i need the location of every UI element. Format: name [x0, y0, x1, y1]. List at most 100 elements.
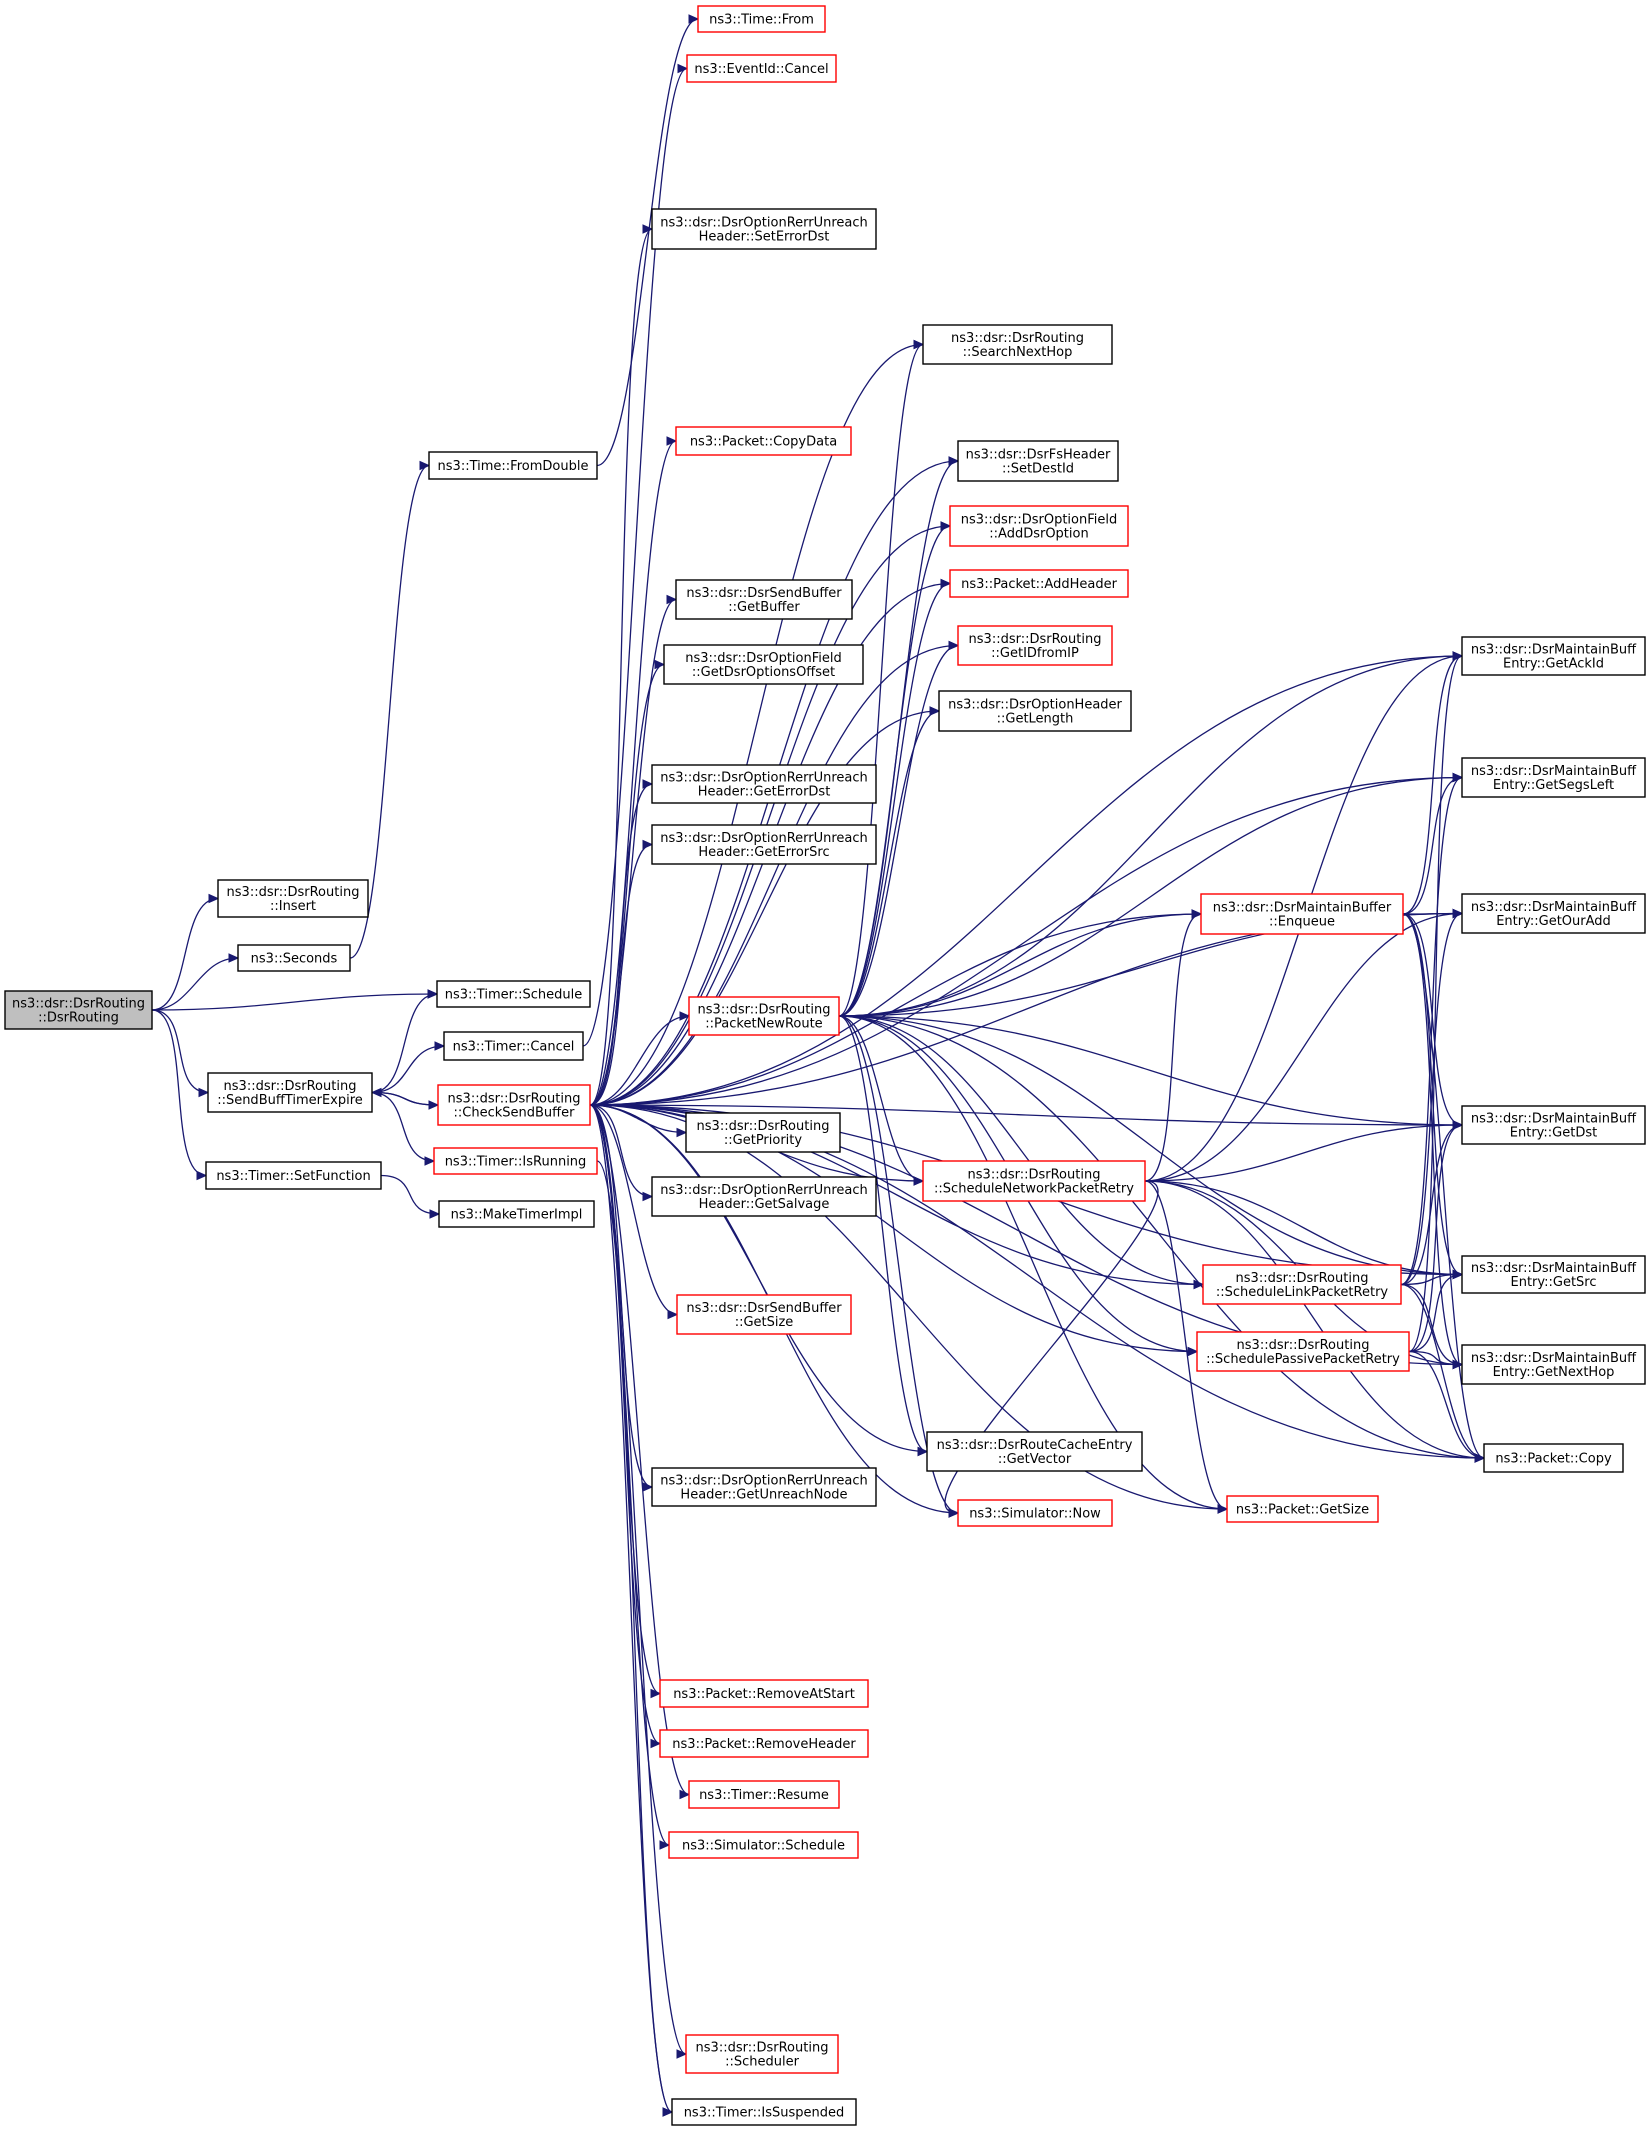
node-schedule-link-packet-retry[interactable]: ns3::dsr::DsrRouting::ScheduleLinkPacket… — [1202, 1264, 1402, 1305]
node-from-double[interactable]: ns3::Time::FromDouble — [428, 451, 598, 480]
node-search-next-hop[interactable]: ns3::dsr::DsrRouting::SearchNextHop — [922, 324, 1113, 365]
node-timer-resume[interactable]: ns3::Timer::Resume — [688, 1780, 840, 1809]
edge-root-to-seconds — [151, 953, 240, 1011]
node-get-segs-left[interactable]: ns3::dsr::DsrMaintainBuffEntry::GetSegsL… — [1461, 757, 1646, 798]
edge-timer-set-function-to-make-timer-impl — [380, 1174, 441, 1219]
node-simulator-now[interactable]: ns3::Simulator::Now — [957, 1499, 1113, 1527]
node-box — [205, 1161, 382, 1190]
edge-schedule-network-packet-retry-to-get-dst — [1144, 1120, 1464, 1182]
node-label: ::SendBuffTimerExpire — [217, 1093, 363, 1108]
node-get-salvage[interactable]: ns3::dsr::DsrOptionRerrUnreachHeader::Ge… — [651, 1176, 877, 1217]
node-packet-new-route[interactable]: ns3::dsr::DsrRouting::PacketNewRoute — [688, 996, 840, 1036]
node-get-priority[interactable]: ns3::dsr::DsrRouting::GetPriority — [685, 1112, 841, 1153]
node-label: ns3::dsr::DsrOptionRerrUnreach — [660, 216, 868, 231]
node-timer-set-function[interactable]: ns3::Timer::SetFunction — [205, 1161, 382, 1190]
node-label: ns3::dsr::DsrRouting — [968, 1168, 1101, 1183]
edge-enqueue-to-get-segs-left — [1402, 772, 1464, 915]
node-label: ns3::Time::FromDouble — [438, 459, 589, 474]
node-label: ns3::dsr::DsrRouting — [951, 331, 1084, 346]
node-event-id-cancel[interactable]: ns3::EventId::Cancel — [686, 54, 837, 83]
node-label: ns3::dsr::DsrMaintainBuffer — [1213, 901, 1392, 916]
node-check-send-buffer[interactable]: ns3::dsr::DsrRouting::CheckSendBuffer — [437, 1084, 591, 1126]
node-label: ::ScheduleLinkPacketRetry — [1216, 1285, 1389, 1300]
node-get-our-add[interactable]: ns3::dsr::DsrMaintainBuffEntry::GetOurAd… — [1461, 893, 1646, 934]
node-schedule-network-packet-retry[interactable]: ns3::dsr::DsrRouting::ScheduleNetworkPac… — [922, 1160, 1146, 1202]
node-label: ns3::Simulator::Schedule — [682, 1839, 845, 1854]
node-label: ns3::Timer::IsRunning — [445, 1155, 587, 1170]
node-remove-header[interactable]: ns3::Packet::RemoveHeader — [659, 1729, 869, 1758]
node-get-error-dst[interactable]: ns3::dsr::DsrOptionRerrUnreachHeader::Ge… — [651, 764, 877, 804]
node-packet-get-size[interactable]: ns3::Packet::GetSize — [1226, 1495, 1379, 1523]
node-make-timer-impl[interactable]: ns3::MakeTimerImpl — [438, 1200, 595, 1228]
edge-check-send-buffer-to-copy-data — [589, 436, 678, 1106]
edge-packet-new-route-to-add-dsr-option — [838, 521, 952, 1017]
node-get-buffer[interactable]: ns3::dsr::DsrSendBuffer::GetBuffer — [675, 579, 853, 620]
node-enqueue[interactable]: ns3::dsr::DsrMaintainBuffer::Enqueue — [1200, 893, 1404, 935]
node-timer-cancel[interactable]: ns3::Timer::Cancel — [443, 1031, 584, 1061]
node-timer-is-suspended[interactable]: ns3::Timer::IsSuspended — [671, 2098, 857, 2126]
node-schedule-passive-packet-retry[interactable]: ns3::dsr::DsrRouting::SchedulePassivePac… — [1196, 1331, 1410, 1372]
node-time-from[interactable]: ns3::Time::From — [697, 5, 826, 33]
node-packet-copy[interactable]: ns3::Packet::Copy — [1483, 1443, 1624, 1473]
node-label: ::GetBuffer — [728, 600, 800, 615]
node-root[interactable]: ns3::dsr::DsrRouting::DsrRouting — [4, 990, 153, 1030]
edge-check-send-buffer-to-get-segs-left — [589, 772, 1464, 1106]
node-insert[interactable]: ns3::dsr::DsrRouting::Insert — [217, 879, 369, 918]
node-get-length[interactable]: ns3::dsr::DsrOptionHeader::GetLength — [938, 690, 1132, 732]
node-get-dsr-options-offset[interactable]: ns3::dsr::DsrOptionField::GetDsrOptionsO… — [663, 644, 864, 685]
node-send-buffer-get-size[interactable]: ns3::dsr::DsrSendBuffer::GetSize — [676, 1294, 852, 1335]
node-label: ns3::Timer::SetFunction — [216, 1169, 370, 1184]
edge-from-double-to-time-from — [596, 14, 700, 467]
edge-send-buff-timer-expire-to-timer-cancel — [371, 1041, 446, 1094]
node-get-idfrom-ip[interactable]: ns3::dsr::DsrRouting::GetIDfromIP — [957, 625, 1113, 666]
edge-root-to-timer-schedule — [151, 989, 439, 1011]
edge-check-send-buffer-to-remove-header — [589, 1104, 662, 1749]
edge-schedule-link-packet-retry-to-get-our-add — [1400, 908, 1464, 1286]
node-set-dest-id[interactable]: ns3::dsr::DsrFsHeader::SetDestId — [957, 440, 1119, 482]
node-get-error-src[interactable]: ns3::dsr::DsrOptionRerrUnreachHeader::Ge… — [651, 824, 877, 865]
node-scheduler[interactable]: ns3::dsr::DsrRouting::Scheduler — [685, 2034, 839, 2074]
edge-root-to-send-buff-timer-expire — [151, 1009, 210, 1098]
node-label: Header::SetErrorDst — [699, 230, 830, 245]
node-add-dsr-option[interactable]: ns3::dsr::DsrOptionField::AddDsrOption — [949, 505, 1129, 547]
node-remove-at-start[interactable]: ns3::Packet::RemoveAtStart — [659, 1679, 869, 1708]
node-label: ns3::dsr::DsrRouting — [227, 885, 360, 900]
edge-check-send-buffer-to-get-error-src — [589, 839, 654, 1106]
node-timer-is-running[interactable]: ns3::Timer::IsRunning — [433, 1147, 598, 1175]
node-label: ns3::Seconds — [251, 952, 338, 967]
node-get-unreach-node[interactable]: ns3::dsr::DsrOptionRerrUnreachHeader::Ge… — [651, 1467, 877, 1507]
node-copy-data[interactable]: ns3::Packet::CopyData — [675, 426, 852, 456]
node-set-error-dst[interactable]: ns3::dsr::DsrOptionRerrUnreachHeader::Se… — [651, 208, 877, 250]
node-label: ns3::dsr::DsrOptionField — [685, 651, 841, 666]
node-label: ns3::Packet::Copy — [1495, 1452, 1612, 1467]
node-box — [1461, 893, 1646, 934]
node-box — [668, 1831, 859, 1859]
node-label: ns3::dsr::DsrRouting — [697, 1119, 830, 1134]
node-simulator-schedule[interactable]: ns3::Simulator::Schedule — [668, 1831, 859, 1859]
node-send-buff-timer-expire[interactable]: ns3::dsr::DsrRouting::SendBuffTimerExpir… — [207, 1072, 373, 1113]
node-get-vector[interactable]: ns3::dsr::DsrRouteCacheEntry::GetVector — [926, 1431, 1143, 1472]
node-box — [957, 1499, 1113, 1527]
edge-packet-new-route-to-get-length — [838, 706, 941, 1017]
node-label: Entry::GetSrc — [1510, 1275, 1596, 1290]
node-box — [651, 764, 877, 804]
node-label: ::GetDsrOptionsOffset — [692, 665, 835, 680]
node-box — [676, 1294, 852, 1335]
node-box — [651, 1467, 877, 1507]
node-label: ::ScheduleNetworkPacketRetry — [934, 1182, 1134, 1197]
node-add-header[interactable]: ns3::Packet::AddHeader — [949, 569, 1129, 598]
node-box — [659, 1729, 869, 1758]
node-label: ::DsrRouting — [38, 1011, 119, 1026]
edge-enqueue-to-packet-copy — [1402, 913, 1486, 1463]
node-box — [1461, 757, 1646, 798]
node-seconds[interactable]: ns3::Seconds — [237, 944, 351, 972]
node-box — [659, 1679, 869, 1708]
node-label: ::GetSize — [735, 1315, 794, 1330]
node-box — [938, 690, 1132, 732]
node-get-next-hop[interactable]: ns3::dsr::DsrMaintainBuffEntry::GetNextH… — [1461, 1344, 1646, 1385]
edge-enqueue-to-get-dst — [1402, 913, 1464, 1130]
node-timer-schedule[interactable]: ns3::Timer::Schedule — [436, 980, 591, 1008]
